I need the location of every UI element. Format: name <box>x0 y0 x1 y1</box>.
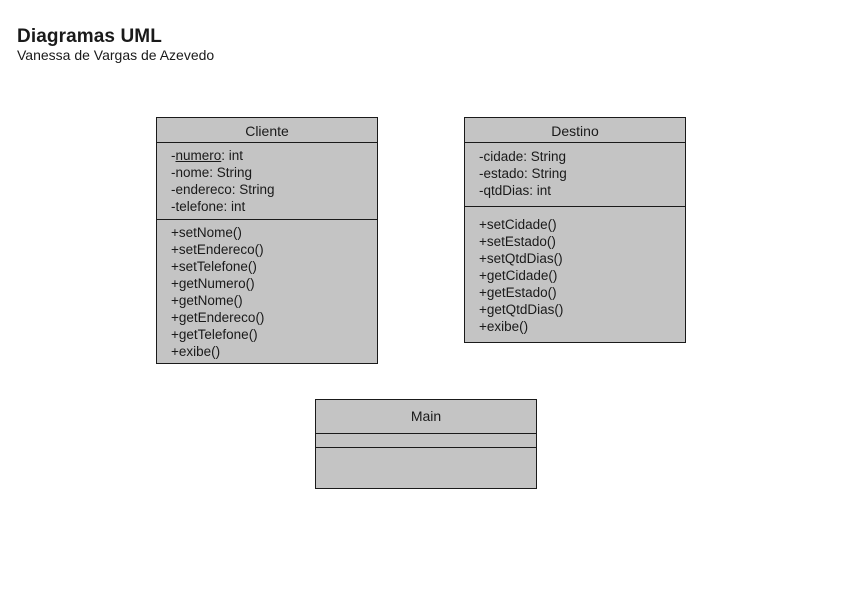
attribute-name: telefone <box>175 199 224 214</box>
destino-attributes: -cidade: String-estado: String-qtdDias: … <box>465 143 685 207</box>
cliente-attributes: -numero: int-nome: String-endereco: Stri… <box>157 143 377 220</box>
attribute-type: : String <box>209 165 253 180</box>
attribute-visibility: - <box>171 182 176 197</box>
cliente-methods: +setNome() +setEndereco() +setTelefone() +g… <box>157 220 377 360</box>
method-row: +setTelefone() <box>171 259 257 274</box>
attribute-visibility: - <box>171 165 176 180</box>
class-name-destino: Destino <box>465 118 685 143</box>
method-row: +exibe() <box>171 344 221 359</box>
method-row: +getEndereco() <box>171 310 265 325</box>
attribute-name: cidade <box>483 149 524 164</box>
attribute-row: -cidade: String <box>479 148 685 165</box>
uml-class-destino[interactable]: Destino -cidade: String-estado: String-q… <box>464 117 686 343</box>
attribute-row: -qtdDias: int <box>479 182 685 199</box>
attribute-name: numero <box>175 148 222 163</box>
attribute-visibility: - <box>479 183 484 198</box>
attribute-type: : int <box>221 148 244 163</box>
uml-class-main[interactable]: Main <box>315 399 537 489</box>
method-row: +getQtdDias() <box>479 302 564 317</box>
method-row: +getCidade() <box>479 268 558 283</box>
attribute-name: qtdDias <box>483 183 530 198</box>
attribute-name: estado <box>483 166 525 181</box>
attribute-name: nome <box>175 165 210 180</box>
attribute-type: : String <box>231 182 275 197</box>
method-row: +getEstado() <box>479 285 557 300</box>
document-title: Diagramas UML <box>17 26 162 47</box>
attribute-type: : int <box>223 199 246 214</box>
attribute-visibility: - <box>479 166 484 181</box>
method-row: +setQtdDias() <box>479 251 563 266</box>
method-row: +setCidade() <box>479 217 557 232</box>
attribute-type: : String <box>524 166 567 181</box>
class-name-main: Main <box>316 400 536 434</box>
destino-methods: +setCidade() +setEstado() +setQtdDias() +ge… <box>465 207 685 335</box>
attribute-type: : int <box>529 183 552 198</box>
method-row: +setEstado() <box>479 234 556 249</box>
uml-class-cliente[interactable]: Cliente -numero: int-nome: String-endere… <box>156 117 378 364</box>
document-subtitle: Vanessa de Vargas de Azevedo <box>17 47 215 63</box>
attribute-type: : String <box>523 149 567 164</box>
attribute-row: -numero: int <box>171 147 377 164</box>
attribute-row: -estado: String <box>479 165 685 182</box>
attribute-visibility: - <box>171 199 176 214</box>
class-name-cliente: Cliente <box>157 118 377 143</box>
attribute-name: endereco <box>175 182 232 197</box>
method-row: +setNome() <box>171 225 242 240</box>
attribute-visibility: - <box>479 149 484 164</box>
method-row: +exibe() <box>479 319 529 334</box>
attribute-row: -nome: String <box>171 164 377 181</box>
method-row: +getTelefone() <box>171 327 258 342</box>
attribute-visibility: - <box>171 148 176 163</box>
method-row: +setEndereco() <box>171 242 264 257</box>
main-attributes <box>316 434 536 448</box>
method-row: +getNumero() <box>171 276 255 291</box>
method-row: +getNome() <box>171 293 243 308</box>
attribute-row: -endereco: String <box>171 181 377 198</box>
attribute-row: -telefone: int <box>171 198 377 215</box>
